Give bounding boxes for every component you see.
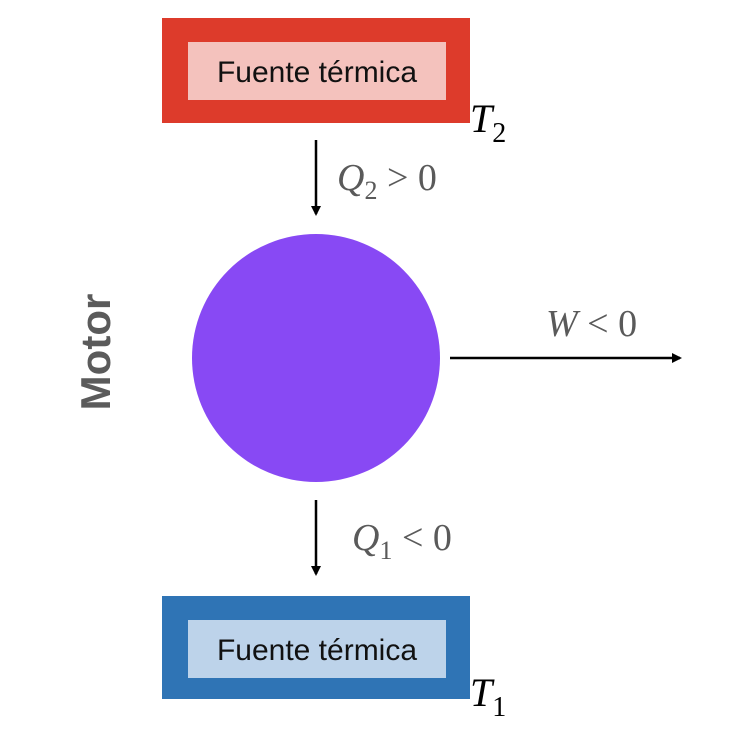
hot-reservoir-label: Fuente térmica xyxy=(217,56,417,89)
engine-circle xyxy=(192,234,440,482)
cold-reservoir-label-box xyxy=(188,620,446,678)
heat-out-label: Q1 < 0 xyxy=(352,517,452,565)
cold-temperature: T1 xyxy=(470,670,506,723)
cold-reservoir: Fuente térmica xyxy=(162,596,470,699)
cold-reservoir-label: Fuente térmica xyxy=(217,634,417,667)
work-label: W < 0 xyxy=(546,303,637,345)
hot-temperature: T2 xyxy=(470,96,506,149)
hot-reservoir-label-box xyxy=(188,42,446,100)
engine-label: Motor xyxy=(72,294,119,411)
hot-reservoir: Fuente térmica xyxy=(162,18,470,123)
heat-in-label: Q2 > 0 xyxy=(337,157,437,205)
